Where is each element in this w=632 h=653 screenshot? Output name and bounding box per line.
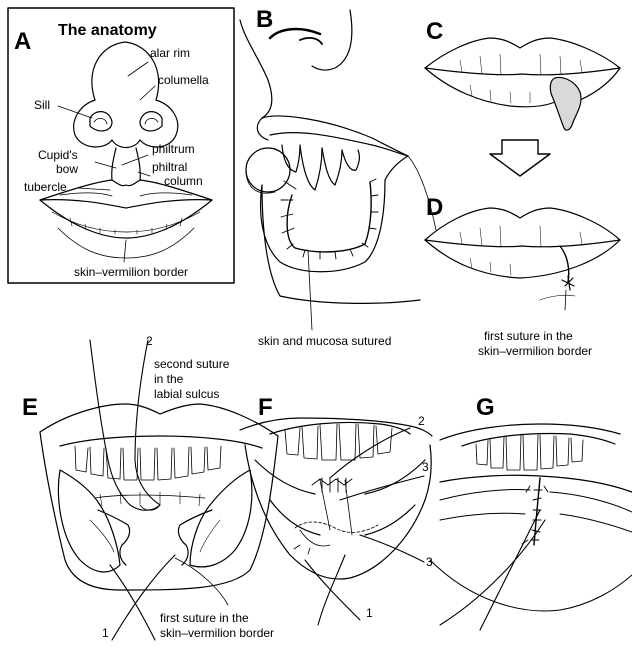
- panel-label-c: C: [426, 20, 443, 44]
- panel-a-title: The anatomy: [58, 22, 157, 40]
- panel-f-suture-3b-label: 3: [426, 555, 433, 569]
- panel-label-d: D: [426, 196, 443, 220]
- panel-label-e: E: [22, 396, 38, 420]
- label-bow: bow: [56, 162, 78, 176]
- panel-e-note-line2: in the: [154, 372, 183, 386]
- panel-f-suture-3a-label: 3: [422, 460, 429, 474]
- label-column: column: [164, 174, 203, 188]
- panel-d-caption-line2: skin–vermilion border: [478, 344, 592, 358]
- panel-label-f: F: [258, 396, 273, 420]
- panel-b-drawing: [240, 10, 436, 330]
- panel-e-caption-line1: first suture in the: [160, 611, 249, 625]
- panel-d-caption-line1: first suture in the: [484, 329, 573, 343]
- panel-f-suture-1-label: 1: [366, 606, 373, 620]
- label-skin-vermilion-border: skin–vermilion border: [74, 265, 188, 279]
- panel-a-drawing: [8, 8, 234, 283]
- panel-e-note-line3: labial sulcus: [154, 387, 219, 401]
- panel-e-suture-1-label: 1: [102, 626, 109, 640]
- panel-e-caption-line2: skin–vermilion border: [160, 626, 274, 640]
- label-tubercle: tubercle: [24, 180, 67, 194]
- down-arrow: [490, 140, 550, 176]
- panel-g-drawing: [430, 424, 632, 630]
- panel-c-drawing: [425, 38, 620, 130]
- label-columella: columella: [158, 73, 209, 87]
- panel-label-b: B: [256, 8, 273, 32]
- label-philtrum: philtrum: [152, 142, 195, 156]
- label-alar-rim: alar rim: [150, 46, 190, 60]
- panel-b-caption: skin and mucosa sutured: [258, 334, 391, 348]
- panel-d-drawing: [425, 208, 620, 310]
- panel-label-g: G: [476, 396, 495, 420]
- panel-e-note-line1: second suture: [154, 357, 229, 371]
- panel-f-drawing: [240, 418, 432, 625]
- label-philtral: philtral: [152, 160, 187, 174]
- label-sill: Sill: [34, 98, 50, 112]
- label-cupids: Cupid's: [38, 148, 78, 162]
- panel-e-suture-2-label: 2: [146, 334, 153, 348]
- panel-f-suture-2-label: 2: [418, 414, 425, 428]
- panel-label-a: A: [14, 30, 31, 54]
